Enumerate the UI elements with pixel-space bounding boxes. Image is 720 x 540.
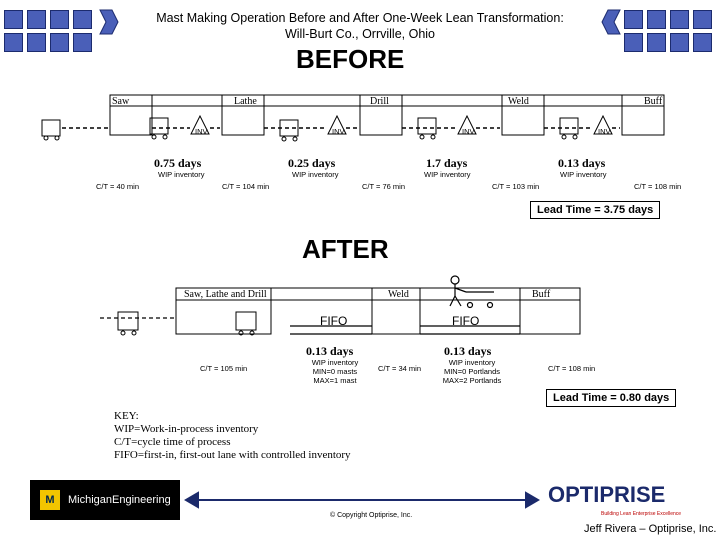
inventory-triangle [190, 114, 210, 135]
process-label: Buff [532, 289, 551, 300]
inventory-triangle [457, 114, 477, 135]
inventory-note: WIP inventory [158, 170, 205, 179]
michigan-engineering-logo: M MichiganEngineering [30, 480, 180, 520]
inventory-note: WIP inventory [292, 170, 339, 179]
decorative-square [693, 33, 712, 52]
cycle-time: C/T = 34 min [378, 364, 422, 373]
decorative-square [73, 10, 92, 29]
after-cart-icons [117, 311, 257, 336]
process-label: Buff [644, 96, 663, 107]
decorative-square [50, 10, 69, 29]
forklift-icon [149, 117, 169, 135]
lane-notes: WIP inventory MIN=0 masts MAX=1 mast [311, 358, 359, 385]
process-label: Saw, Lathe and Drill [184, 289, 267, 300]
page-title: Mast Making Operation Before and After O… [110, 10, 610, 42]
footer-arrow [184, 491, 540, 509]
before-process-boxes [109, 94, 665, 136]
forklift-icons [41, 117, 579, 142]
lane-notes: WIP inventory MIN=0 Portlands MAX=2 Port… [442, 358, 502, 385]
inventory-days: 1.7 days [426, 156, 468, 170]
lead-time-before: Lead Time = 3.75 days [530, 201, 661, 219]
cycle-time: C/T = 76 min [362, 182, 406, 191]
inventory-days: 0.75 days [154, 156, 202, 170]
inv-label: INV [195, 127, 208, 136]
optiprise-tagline: Building Lean Enterprise Excellence [601, 511, 682, 517]
key-legend: KEY: WIP=Work-in-process inventory C/T=c… [114, 410, 351, 461]
forklift-icon [417, 117, 437, 135]
decorative-square [670, 10, 689, 29]
process-label: Saw [112, 96, 130, 107]
before-heading: BEFORE [296, 44, 405, 74]
title-line-1: Mast Making Operation Before and After O… [156, 11, 564, 25]
forklift-icon [279, 119, 299, 137]
inventory-days: 0.13 days [558, 156, 606, 170]
decorative-square [647, 33, 666, 52]
decorative-square [27, 33, 46, 52]
process-label: Weld [508, 96, 529, 107]
cycle-time: C/T = 108 min [548, 364, 596, 373]
process-label: Weld [388, 289, 409, 300]
chevron-left-icon [601, 9, 621, 35]
lane-days: 0.13 days [444, 344, 492, 358]
process-label: Lathe [234, 96, 257, 107]
forklift-icon [235, 311, 257, 331]
process-label: Drill [370, 96, 389, 107]
author-text: Jeff Rivera – Optiprise, Inc. [584, 523, 717, 535]
inventory-note: WIP inventory [560, 170, 607, 179]
inv-label: INV [598, 127, 611, 136]
operator-cart-icon [449, 275, 494, 309]
fifo-label: FIFO [452, 314, 480, 328]
lane-days: 0.13 days [306, 344, 354, 358]
cycle-time: C/T = 40 min [96, 182, 140, 191]
inv-label: INV [462, 127, 475, 136]
cycle-time: C/T = 103 min [492, 182, 540, 191]
decorative-square [73, 33, 92, 52]
cycle-time: C/T = 104 min [222, 182, 270, 191]
copyright-text: © Copyright Optiprise, Inc. [330, 512, 413, 519]
decorative-square [624, 10, 643, 29]
decorative-square [670, 33, 689, 52]
optiprise-logo: OPTIPRISE [548, 482, 666, 507]
inventory-note: WIP inventory [424, 170, 471, 179]
decorative-square [27, 10, 46, 29]
decorative-square [4, 10, 23, 29]
forklift-icon [117, 311, 139, 331]
inv-label: INV [332, 127, 345, 136]
inventory-days: 0.25 days [288, 156, 336, 170]
inventory-triangle [327, 114, 347, 135]
forklift-icon [559, 117, 579, 135]
after-process-boxes [175, 287, 581, 335]
decorative-square [693, 10, 712, 29]
fifo-label: FIFO [320, 314, 348, 328]
decorative-square [4, 33, 23, 52]
decorative-square [50, 33, 69, 52]
cycle-time: C/T = 105 min [200, 364, 248, 373]
forklift-icon [41, 119, 61, 137]
title-line-2: Will-Burt Co., Orrville, Ohio [284, 27, 436, 41]
decorative-square [647, 10, 666, 29]
cycle-time: C/T = 108 min [634, 182, 682, 191]
chevron-right-icon [99, 9, 119, 35]
lead-time-after: Lead Time = 0.80 days [546, 389, 677, 407]
after-heading: AFTER [302, 234, 389, 264]
inventory-triangles [190, 114, 613, 135]
decorative-square [624, 33, 643, 52]
inventory-triangle [593, 114, 613, 135]
